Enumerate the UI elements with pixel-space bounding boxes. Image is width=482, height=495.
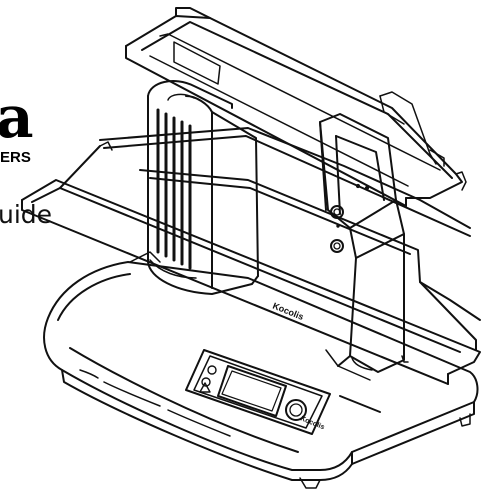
frame-rail-back	[99, 127, 481, 351]
base-housing	[43, 261, 479, 489]
logo-subtext: ERS	[0, 149, 31, 166]
coil-housing	[147, 80, 259, 295]
guide-caption: uide	[0, 200, 53, 229]
top-arm	[125, 7, 467, 207]
logo-mark: a	[0, 83, 34, 151]
vertical-pillar	[319, 113, 409, 381]
left-bracket	[129, 251, 161, 263]
control-panel	[185, 349, 331, 435]
panel-brand-label: Kocolis	[299, 415, 325, 431]
frame-rail-front	[21, 141, 481, 413]
